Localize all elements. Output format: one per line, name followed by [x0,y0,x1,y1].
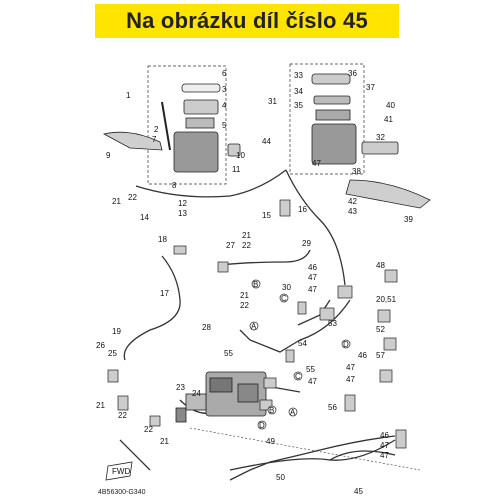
banner-text: Na obrázku díl číslo 45 [126,8,368,33]
part-45-hose [189,427,421,481]
label-22: 22 [128,193,137,202]
label-25: 25 [108,349,117,358]
label-37: 37 [366,83,375,92]
svg-text:B: B [269,406,274,415]
label-39: 39 [404,215,413,224]
label-15: 15 [262,211,271,220]
label-53: 53 [328,319,337,328]
label-22b: 22 [242,241,251,250]
label-21: 21 [112,197,121,206]
left-master-cylinder [102,83,241,173]
part-labels: 1 2 3 4 5 6 7 8 9 10 11 12 13 14 15 16 1… [96,69,413,496]
label-32: 32 [376,133,385,142]
label-8: 8 [172,181,177,190]
label-13: 13 [178,209,187,218]
front-master-cylinder-box [147,65,227,185]
label-27: 27 [226,241,235,250]
svg-text:FWD: FWD [112,467,130,476]
label-52: 52 [376,325,385,334]
diagram-code: 4B56300-G340 [98,489,146,496]
label-29: 29 [302,239,311,248]
label-44: 44 [262,137,271,146]
label-45: 45 [354,487,363,496]
label-50: 50 [276,473,285,482]
label-26: 26 [96,341,105,350]
label-23: 23 [176,383,185,392]
label-21e: 21 [160,437,169,446]
label-46b: 46 [308,263,317,272]
label-30: 30 [282,283,291,292]
label-16: 16 [298,205,307,214]
label-47h: 47 [308,377,317,386]
label-55b: 55 [306,365,315,374]
label-33: 33 [294,71,303,80]
svg-text:A: A [251,322,257,331]
svg-text:D: D [259,421,265,430]
rear-master-cylinder-box [289,63,365,175]
label-21b: 21 [242,231,251,240]
label-22c: 22 [240,301,249,310]
label-22d: 22 [118,411,127,420]
svg-text:A: A [290,408,296,417]
label-34: 34 [294,87,303,96]
label-47g: 47 [380,451,389,460]
label-35: 35 [294,101,303,110]
svg-text:C: C [281,294,287,303]
right-master-cylinder [311,73,431,209]
label-4: 4 [222,101,227,110]
label-40: 40 [386,101,395,110]
label-1: 1 [126,91,131,100]
brackets [107,199,398,427]
label-46c: 46 [358,351,367,360]
label-28: 28 [202,323,211,332]
label-3: 3 [222,85,227,94]
label-36: 36 [348,69,357,78]
label-17: 17 [160,289,169,298]
label-24: 24 [192,389,201,398]
abs-unit [175,371,267,423]
label-47d: 47 [346,363,355,372]
circle-letter-markers: B A C D C B A D [249,279,351,430]
label-47f: 47 [380,441,389,450]
label-47: 47 [312,159,321,168]
label-18: 18 [158,235,167,244]
label-43: 43 [348,207,357,216]
label-55: 55 [224,349,233,358]
label-5: 5 [222,121,227,130]
part-number-banner: Na obrázku díl číslo 45 [95,4,399,38]
svg-text:B: B [253,280,258,289]
label-2: 2 [154,125,159,134]
label-56: 56 [328,403,337,412]
svg-text:C: C [295,372,301,381]
label-42: 42 [348,197,357,206]
label-12: 12 [178,199,187,208]
label-46: 46 [380,431,389,440]
label-49: 49 [266,437,275,446]
label-11: 11 [232,165,241,174]
label-31: 31 [268,97,277,106]
label-9: 9 [106,151,111,160]
fwd-badge: FWD [105,461,133,481]
label-14: 14 [140,213,149,222]
label-19: 19 [112,327,121,336]
label-47c: 47 [308,285,317,294]
label-22e: 22 [144,425,153,434]
label-6: 6 [222,69,227,78]
label-47b: 47 [308,273,317,282]
label-54: 54 [298,339,307,348]
label-48: 48 [376,261,385,270]
label-38: 38 [352,167,361,176]
label-21c: 21 [240,291,249,300]
label-20-51: 20,51 [376,295,397,304]
label-10: 10 [236,151,245,160]
label-21d: 21 [96,401,105,410]
label-7: 7 [152,135,157,144]
svg-text:D: D [343,340,349,349]
label-41: 41 [384,115,393,124]
label-47e: 47 [346,375,355,384]
label-57: 57 [376,351,385,360]
